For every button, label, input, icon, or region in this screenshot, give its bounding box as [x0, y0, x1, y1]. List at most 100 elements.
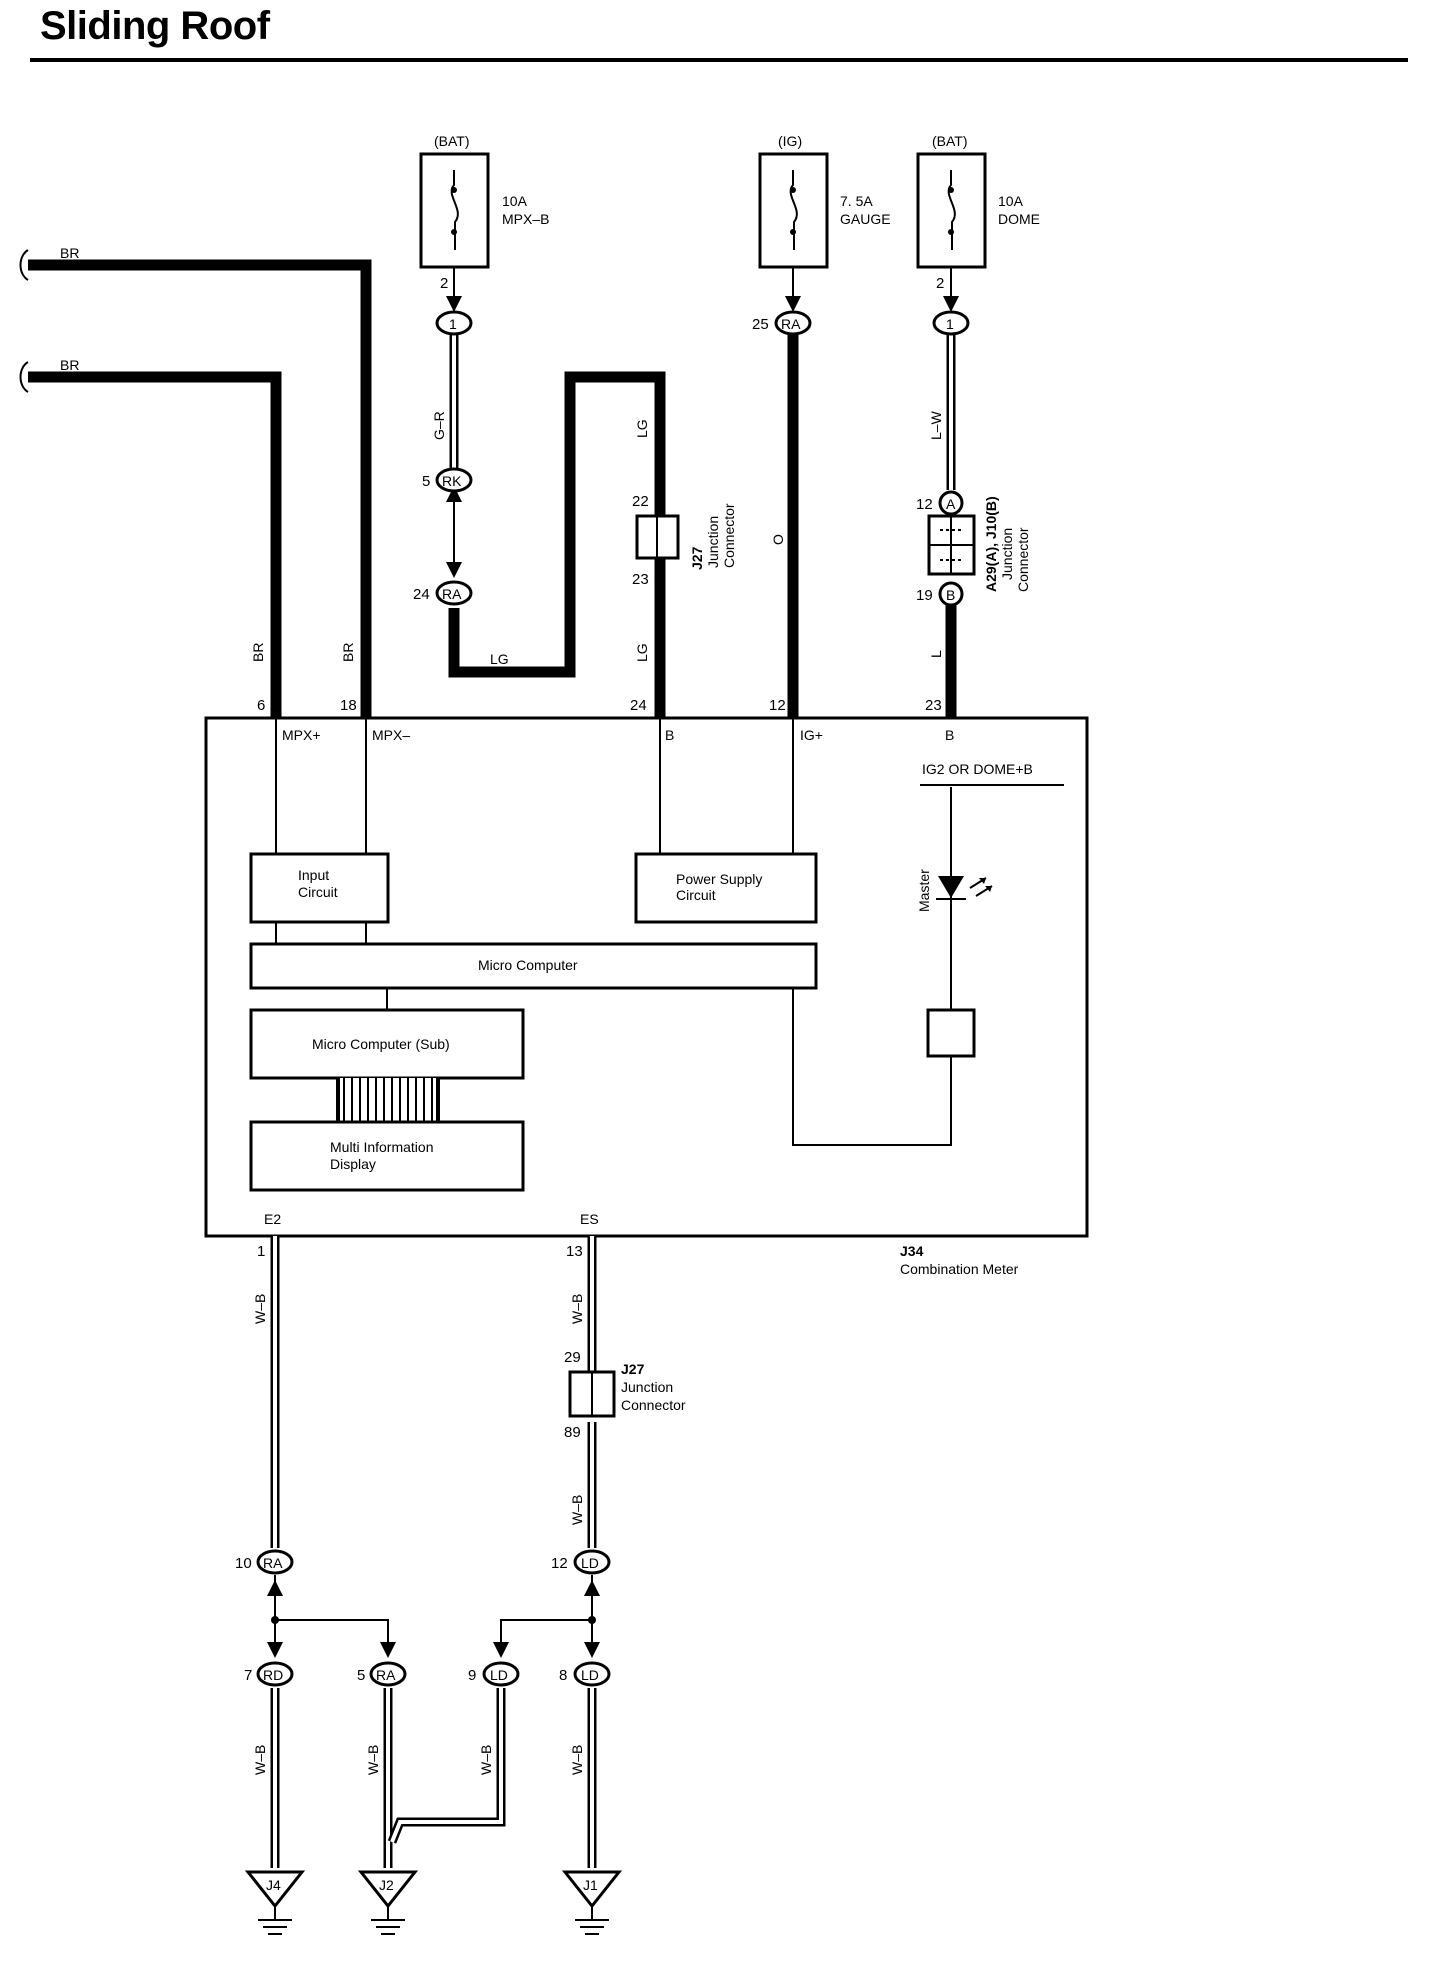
wire-color: W–B — [478, 1745, 494, 1775]
svg-text:LD: LD — [490, 1667, 508, 1683]
wire-color-br: BR — [340, 643, 356, 662]
pin-number: 23 — [925, 697, 942, 714]
title-rule — [30, 58, 1408, 62]
page-title: Sliding Roof — [40, 4, 270, 48]
junction-connector-j27-top: 22 23 J27 Junction Connector — [632, 493, 737, 588]
connector-ra-5: RA 5 — [357, 1661, 407, 1687]
fuse-name: GAUGE — [840, 211, 891, 227]
svg-text:1: 1 — [449, 316, 457, 332]
junction-connector-j27-bottom: 29 89 J27 Junction Connector — [564, 1349, 686, 1441]
wire-color: L–W — [928, 410, 944, 440]
mid-label: Multi Information — [330, 1139, 433, 1155]
svg-text:Connector: Connector — [1015, 527, 1031, 592]
connector-ra: RA — [781, 316, 801, 332]
ground-j4-icon: J4 — [244, 1870, 306, 1935]
fuse-rating: 10A — [998, 193, 1024, 209]
meter-name: Combination Meter — [900, 1261, 1019, 1277]
power-supply-label: Power Supply — [676, 871, 762, 887]
svg-text:RA: RA — [376, 1667, 396, 1683]
pin-number: 13 — [566, 1243, 583, 1260]
connector-1-mpx: 1 — [435, 310, 473, 336]
ground-j2-icon: J2 — [357, 1870, 419, 1935]
svg-text:9: 9 — [468, 1667, 476, 1684]
fuse-rating: 10A — [502, 193, 528, 209]
terminal-label: B — [665, 727, 674, 743]
master-label: Master — [916, 869, 932, 912]
svg-text:LD: LD — [581, 1667, 599, 1683]
connector-ld-12: LD 12 — [551, 1549, 611, 1575]
fuse-source: (BAT) — [434, 133, 470, 149]
svg-text:Connector: Connector — [621, 1397, 686, 1413]
wire-color-br: BR — [60, 357, 79, 373]
svg-text:22: 22 — [632, 493, 649, 510]
input-circuit-label: Input — [298, 867, 329, 883]
ground-wires: W–B W–B W–B W–B W–B W–B W–B — [252, 1236, 600, 1868]
svg-text:19: 19 — [916, 587, 933, 604]
connector-ld-9: LD 9 — [468, 1661, 520, 1687]
fuse-name: MPX–B — [502, 211, 549, 227]
dome-circuit: 1 L–W L A 12 B 19 A29(A), J10(B) Junctio… — [916, 267, 1031, 718]
wire-color: LG — [490, 651, 509, 667]
svg-text:24: 24 — [413, 586, 430, 603]
wire-color: W–B — [569, 1745, 585, 1775]
pin-number: 2 — [936, 275, 944, 292]
terminal-label: IG+ — [800, 727, 823, 743]
svg-text:A: A — [946, 496, 956, 512]
fuse-source: (BAT) — [932, 133, 968, 149]
br-wires: BR BR BR BR — [19, 245, 372, 718]
svg-text:LD: LD — [581, 1555, 599, 1571]
fuse-gauge: (IG) 7. 5A GAUGE — [758, 133, 891, 269]
input-circuit-label: Circuit — [298, 884, 338, 900]
fuse-source: (IG) — [778, 133, 802, 149]
svg-text:29: 29 — [564, 1349, 581, 1366]
wire-color-br: BR — [250, 643, 266, 662]
wire-color: O — [770, 534, 786, 545]
meter-id: J34 — [900, 1243, 924, 1259]
svg-text:8: 8 — [559, 1667, 567, 1684]
svg-text:A29(A), J10(B): A29(A), J10(B) — [983, 496, 999, 592]
pin-number: 24 — [630, 697, 647, 714]
svg-text:5: 5 — [422, 473, 430, 490]
svg-text:Junction: Junction — [705, 516, 721, 568]
wire-color: L — [928, 650, 944, 658]
master-led-icon — [936, 876, 993, 900]
terminal-label: E2 — [264, 1211, 281, 1227]
pin-number: 6 — [257, 697, 265, 714]
fuse-rating: 7. 5A — [840, 193, 873, 209]
pin-number: 25 — [752, 316, 769, 333]
micro-computer-label: Micro Computer — [478, 957, 578, 973]
wire-color: LG — [634, 419, 650, 438]
connector-rd-7: RD 7 — [244, 1661, 294, 1687]
pin-number: 1 — [257, 1243, 265, 1260]
svg-text:Connector: Connector — [721, 503, 737, 568]
terminal-label: B — [945, 727, 954, 743]
wire-color: W–B — [569, 1495, 585, 1525]
wire-color: LG — [634, 643, 650, 662]
svg-text:Junction: Junction — [999, 528, 1015, 580]
ig2-dome-label: IG2 OR DOME+B — [922, 761, 1033, 777]
svg-text:12: 12 — [551, 1555, 568, 1572]
svg-text:J27: J27 — [689, 546, 705, 570]
fuse-dome: (BAT) 10A DOME 2 — [916, 133, 1040, 292]
fuse-name: DOME — [998, 211, 1040, 227]
svg-text:RK: RK — [442, 473, 462, 489]
svg-text:23: 23 — [632, 571, 649, 588]
svg-text:RA: RA — [263, 1555, 283, 1571]
combination-meter: 6 18 24 12 23 MPX+ MPX– B IG+ B IG2 OR D… — [204, 697, 1089, 1277]
svg-text:RA: RA — [442, 586, 462, 602]
svg-text:1: 1 — [946, 316, 954, 332]
terminal-label: ES — [580, 1211, 599, 1227]
mpx-b-circuit: G–R LG LG LG — [431, 267, 666, 718]
wire-color: W–B — [365, 1745, 381, 1775]
mid-label: Display — [330, 1156, 376, 1172]
terminal-label: MPX+ — [282, 727, 321, 743]
svg-text:J2: J2 — [379, 1877, 394, 1893]
svg-text:5: 5 — [357, 1667, 365, 1684]
pin-number: 12 — [769, 697, 786, 714]
svg-text:89: 89 — [564, 1424, 581, 1441]
svg-text:J1: J1 — [583, 1877, 598, 1893]
svg-text:10: 10 — [235, 1555, 252, 1572]
svg-text:7: 7 — [244, 1667, 252, 1684]
svg-text:RD: RD — [263, 1667, 283, 1683]
